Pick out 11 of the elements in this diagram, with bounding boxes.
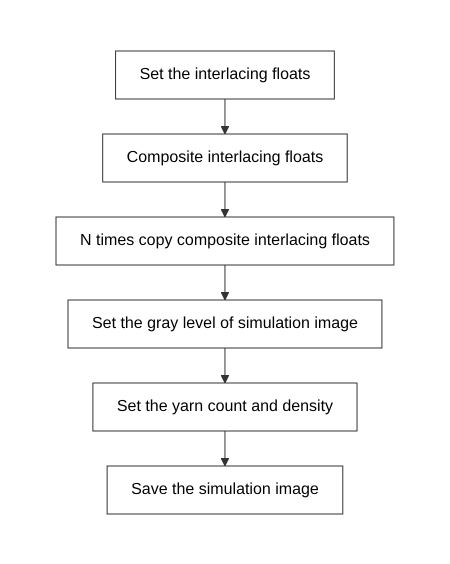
node-box: Set the interlacing floats xyxy=(115,50,335,99)
node-box: Composite interlacing floats xyxy=(102,133,348,182)
arrow xyxy=(220,98,230,134)
arrow xyxy=(220,347,230,383)
arrow xyxy=(220,181,230,217)
arrow xyxy=(220,430,230,466)
node-box: Set the gray level of simulation image xyxy=(68,299,382,348)
node-box: N times copy composite interlacing floats xyxy=(56,216,394,265)
node-box: Save the simulation image xyxy=(106,465,344,514)
node-box: Set the yarn count and density xyxy=(92,382,358,431)
arrow xyxy=(220,264,230,300)
